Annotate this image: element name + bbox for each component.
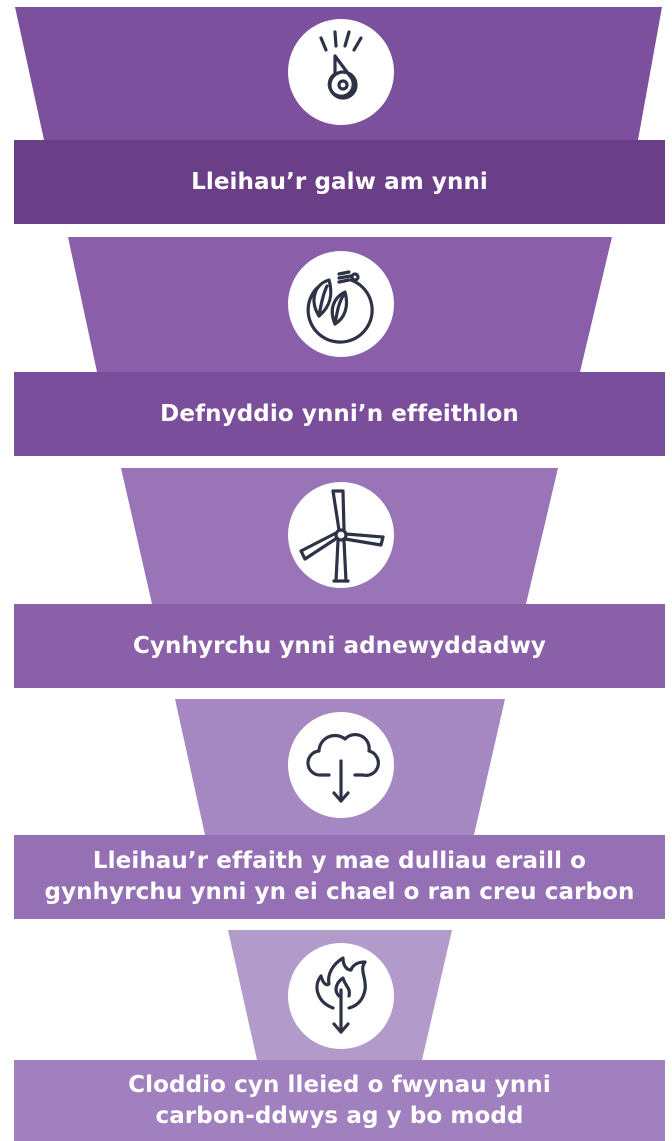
meter-dial-icon <box>288 19 394 125</box>
flame-down-icon <box>288 943 394 1049</box>
tier-3-band: Cynhyrchu ynni adnewyddadwy <box>14 604 665 688</box>
tier-5-label: Cloddio cyn lleied o fwynau ynni carbon-… <box>128 1071 551 1129</box>
icon-circle-3 <box>288 482 394 588</box>
cloud-download-icon <box>288 712 394 818</box>
leaf-cycle-icon <box>288 251 394 357</box>
tier-2-label: Defnyddio ynni’n effeithlon <box>160 400 519 427</box>
tier-3-label: Cynhyrchu ynni adnewyddadwy <box>132 632 547 659</box>
tier-1-band: Lleihau’r galw am ynni <box>14 140 665 224</box>
tier-1-label: Lleihau’r galw am ynni <box>191 168 488 195</box>
tier-4-band: Lleihau’r effaith y mae dulliau eraill o… <box>14 835 665 919</box>
tier-5-band: Cloddio cyn lleied o fwynau ynni carbon-… <box>14 1060 665 1141</box>
tier-2-band: Defnyddio ynni’n effeithlon <box>14 372 665 456</box>
wind-turbine-icon <box>288 482 394 588</box>
tier-4-label: Lleihau’r effaith y mae dulliau eraill o… <box>44 848 635 905</box>
